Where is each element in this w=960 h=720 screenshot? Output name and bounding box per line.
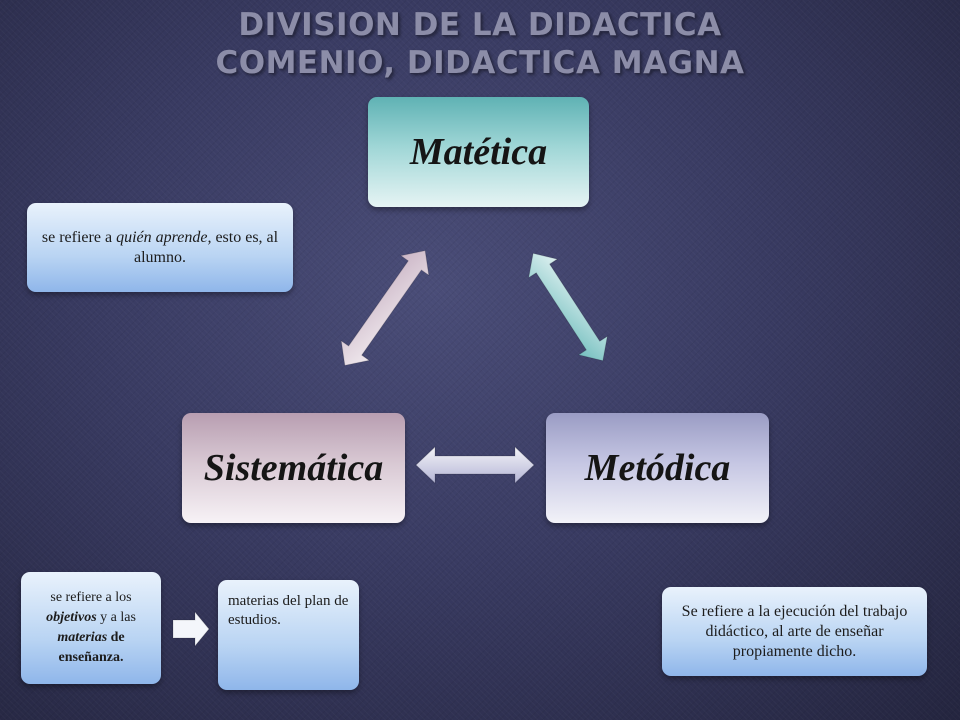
title-line-2: COMENIO, DIDACTICA MAGNA — [215, 45, 745, 81]
arrow-sistematica-metodica — [415, 445, 535, 485]
note-objetivos-text-5: de enseñanza. — [58, 630, 125, 665]
note-alumno: se refiere a quién aprende, esto es, al … — [27, 203, 293, 292]
note-ejecucion-text: Se refiere a la ejecución del trabajo di… — [681, 602, 908, 660]
note-objetivos-text-1: se refiere a los — [50, 590, 132, 605]
node-sistematica-label: Sistemática — [203, 447, 384, 489]
node-matetica-label: Matética — [409, 131, 548, 173]
arrow-sistematica-matetica — [340, 250, 430, 366]
note-alumno-text-1: se refiere a — [41, 228, 117, 246]
node-metodica: Metódica — [546, 413, 769, 523]
page-title: DIVISION DE LA DIDACTICA COMENIO, DIDACT… — [0, 6, 960, 82]
note-materias: materias del plan de estudios. — [218, 580, 359, 690]
note-objetivos-text-2: objetivos — [46, 610, 97, 625]
node-sistematica: Sistemática — [182, 413, 405, 523]
note-alumno-text-3: esto es, al alumno. — [134, 228, 279, 266]
arrow-matetica-metodica — [527, 252, 609, 362]
note-objetivos-text-4: materias — [57, 630, 108, 645]
note-ejecucion: Se refiere a la ejecución del trabajo di… — [662, 587, 927, 676]
node-matetica: Matética — [368, 97, 589, 207]
note-objetivos: se refiere a los objetivos y a las mater… — [21, 572, 161, 684]
note-objetivos-text-3: y a las — [96, 610, 136, 625]
note-alumno-text-2: quién aprende, — [116, 228, 212, 246]
node-metodica-label: Metódica — [584, 447, 731, 489]
arrow-objetivos-materias — [172, 610, 210, 648]
title-line-1: DIVISION DE LA DIDACTICA — [238, 7, 722, 43]
note-materias-text: materias del plan de estudios. — [228, 593, 349, 628]
